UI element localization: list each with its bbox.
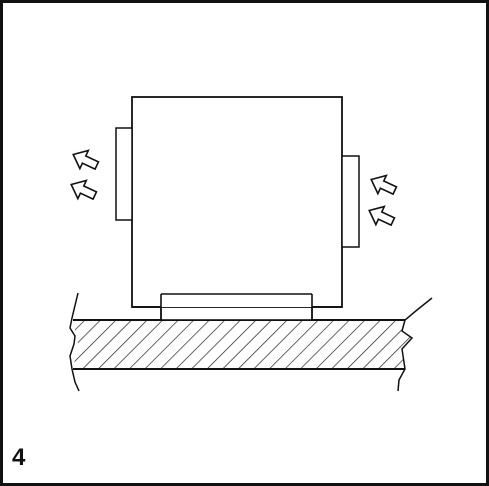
hollow-arrow-icon: [70, 179, 98, 201]
slab-break-left: [69, 292, 80, 392]
slab-break-right: [397, 297, 433, 392]
left-side-panel: [115, 127, 133, 221]
hollow-arrow-icon: [370, 174, 398, 196]
unit-body: [131, 96, 343, 308]
mounting-base-overlay: [161, 294, 312, 307]
hollow-arrow-icon: [368, 205, 396, 227]
floor-slab: [73, 319, 412, 370]
figure-number: 4: [12, 444, 26, 471]
hollow-arrow-icon: [72, 149, 100, 171]
right-side-panel: [341, 155, 360, 248]
